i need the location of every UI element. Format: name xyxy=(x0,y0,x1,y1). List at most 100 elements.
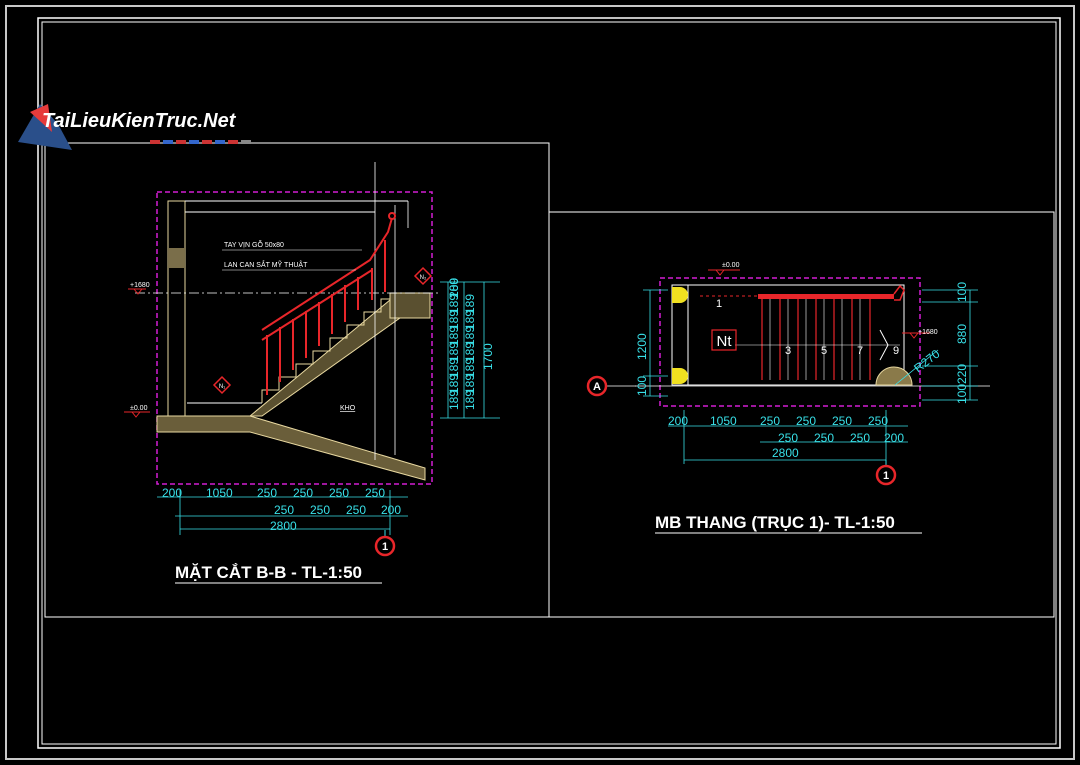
level-triangle-icon xyxy=(708,269,740,276)
plan-level-top: ±0.00 xyxy=(708,262,740,276)
direction-arrow-icon xyxy=(879,329,889,361)
step-1: 1 xyxy=(716,298,722,310)
svg-text:189: 189 xyxy=(463,374,477,394)
plan-dim-right-100b: 100 xyxy=(955,384,969,404)
plan-dim-b5: 250 xyxy=(832,414,852,428)
plan-cut-box xyxy=(659,277,921,407)
svg-text:189: 189 xyxy=(447,294,461,314)
nt-box xyxy=(711,329,737,351)
plan-dim-left-1200: 1200 xyxy=(635,333,649,360)
railing xyxy=(261,212,396,395)
dim-b1: 200 xyxy=(162,486,182,500)
plan-dim-b4: 250 xyxy=(796,414,816,428)
plan-dim-b10: 200 xyxy=(884,431,904,445)
plan-dim-right-880: 880 xyxy=(955,324,969,344)
section-cut-box xyxy=(156,191,433,485)
svg-text:+1680: +1680 xyxy=(918,329,938,336)
svg-text:189: 189 xyxy=(447,358,461,378)
level-mark-upper: +1680 xyxy=(128,282,150,295)
dim-b6: 250 xyxy=(365,486,385,500)
svg-text:1: 1 xyxy=(382,541,388,553)
svg-text:189: 189 xyxy=(463,310,477,330)
step-3: 3 xyxy=(785,345,791,357)
plan-treads xyxy=(761,299,871,380)
logo-text: TaiLieuKienTruc.Net xyxy=(42,110,237,132)
svg-text:189: 189 xyxy=(463,294,477,314)
section-title: MẶT CẮT B-B - TL-1:50 xyxy=(175,563,362,582)
dim-b2: 1050 xyxy=(206,486,233,500)
dim-total: 2800 xyxy=(270,519,297,533)
svg-text:189: 189 xyxy=(463,326,477,346)
railing-note: LAN CAN SẮT MỸ THUẬT xyxy=(224,260,308,269)
svg-text:189: 189 xyxy=(447,278,461,298)
plan-handrail xyxy=(758,294,894,299)
plan-dim-right-100a: 100 xyxy=(955,282,969,302)
svg-text:189: 189 xyxy=(447,326,461,346)
nt-label: Nt xyxy=(717,333,733,350)
dim-b7: 250 xyxy=(274,503,294,517)
axis-circle-icon xyxy=(374,535,396,557)
plan-dim-b9: 250 xyxy=(850,431,870,445)
plan-outline xyxy=(671,284,905,386)
dim-b10: 200 xyxy=(381,503,401,517)
plan-drawing: 1 3 5 7 9 Nt R270 ±0.00 +1680 1200 100 xyxy=(586,262,990,534)
svg-text:189: 189 xyxy=(447,342,461,362)
plan-dim-b1: 200 xyxy=(668,414,688,428)
marker-n2: N₂ xyxy=(413,266,433,286)
dim-b4: 250 xyxy=(293,486,313,500)
inner-frame xyxy=(37,17,1061,749)
radius-label: R270 xyxy=(911,346,942,375)
plan-axis-1: 1 xyxy=(875,460,897,486)
diamond-marker-icon xyxy=(413,266,433,286)
plan-axis-a: A xyxy=(586,375,636,397)
svg-text:N₂: N₂ xyxy=(420,275,427,281)
column-bottom xyxy=(672,368,688,384)
level-triangle-icon xyxy=(902,332,930,339)
plan-panel xyxy=(548,211,1055,618)
column-top xyxy=(672,287,688,303)
left-wall xyxy=(167,200,186,417)
axis-1-marker: 1 xyxy=(374,530,396,557)
svg-text:±0.00: ±0.00 xyxy=(130,405,148,412)
level-triangle-icon xyxy=(124,411,150,418)
svg-text:+1680: +1680 xyxy=(130,282,150,289)
plan-level-landing: +1680 xyxy=(902,329,938,339)
plan-dim-b8: 250 xyxy=(814,431,834,445)
outer-frame xyxy=(5,5,1075,760)
step-5: 5 xyxy=(821,345,827,357)
plan-dim-right-220: 220 xyxy=(955,364,969,384)
level-triangle-icon xyxy=(128,288,146,295)
inner-frame-2 xyxy=(41,21,1057,745)
svg-text:200: 200 xyxy=(447,278,461,298)
level-mark-ground: ±0.00 xyxy=(124,405,150,418)
quarter-circle xyxy=(875,366,913,386)
floor-slab xyxy=(156,415,426,481)
svg-text:189: 189 xyxy=(463,390,477,410)
svg-text:189: 189 xyxy=(447,374,461,394)
diamond-marker-icon xyxy=(212,375,232,395)
svg-text:189: 189 xyxy=(463,358,477,378)
plan-dim-b7: 250 xyxy=(778,431,798,445)
plan-dim-b3: 250 xyxy=(760,414,780,428)
landing-slab xyxy=(389,292,431,319)
axis-circle-icon xyxy=(586,375,608,397)
axis-circle-icon xyxy=(875,464,897,486)
logo: TaiLieuKienTruc.Net xyxy=(18,104,251,150)
svg-text:A: A xyxy=(593,381,601,393)
handrail-note: TAY VỊN GỖ 50x80 xyxy=(224,240,284,249)
step-7: 7 xyxy=(857,345,863,357)
dim-b5: 250 xyxy=(329,486,349,500)
section-drawing: TAY VỊN GỖ 50x80 LAN CAN SẮT MỸ THUẬT KH… xyxy=(124,162,500,584)
storage-label: KHO xyxy=(340,405,356,412)
svg-text:189: 189 xyxy=(463,342,477,362)
step-9: 9 xyxy=(893,345,899,357)
dim-b3: 250 xyxy=(257,486,277,500)
svg-text:N₁: N₁ xyxy=(219,384,225,390)
plan-dim-left-100: 100 xyxy=(635,376,649,396)
svg-text:189: 189 xyxy=(447,390,461,410)
plan-dim-total: 2800 xyxy=(772,446,799,460)
svg-text:189: 189 xyxy=(447,310,461,330)
dim-right-total: 1700 xyxy=(481,343,495,370)
svg-text:±0.00: ±0.00 xyxy=(722,262,740,269)
